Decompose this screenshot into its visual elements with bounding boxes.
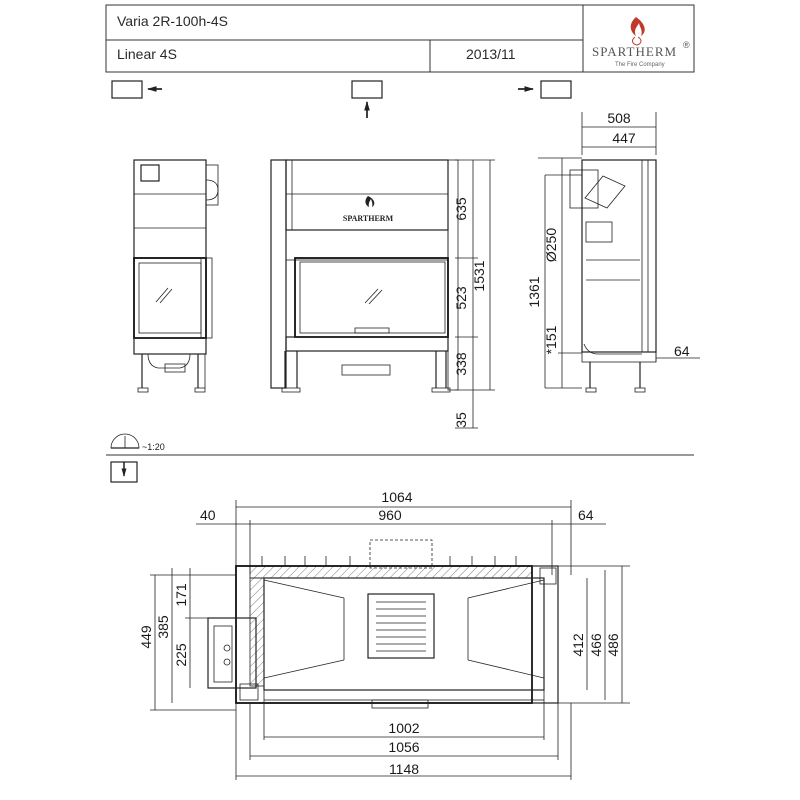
plan-view: 1064 960 40 64 bbox=[138, 489, 630, 780]
dim-height-total: 1531 bbox=[471, 260, 487, 291]
dim-side-inner-width: 447 bbox=[612, 130, 636, 146]
dim-height-base: 338 bbox=[453, 352, 469, 376]
dim-plan-depth-486: 486 bbox=[605, 633, 621, 657]
arrow-right-icon bbox=[518, 80, 572, 99]
dim-height-feet: 35 bbox=[453, 412, 469, 428]
dim-plan-left-offset: 40 bbox=[200, 507, 216, 523]
arrow-up-icon bbox=[351, 80, 383, 118]
flame-icon bbox=[630, 17, 645, 46]
dim-flue-diameter: Ø250 bbox=[543, 228, 559, 262]
dim-plan-depth-171: 171 bbox=[173, 583, 189, 607]
title-block-frame bbox=[105, 4, 695, 73]
dim-height-top: 635 bbox=[453, 197, 469, 221]
dim-height-glass: 523 bbox=[453, 286, 469, 310]
brand-registered-mark: ® bbox=[683, 40, 690, 50]
front-height-dimensions: 635 523 338 35 1531 bbox=[453, 159, 495, 429]
dim-flue-height: 1361 bbox=[526, 276, 542, 307]
dim-plan-bottom-1002: 1002 bbox=[388, 720, 419, 736]
front-brand-plate: SPARTHERM bbox=[343, 214, 394, 223]
revision-date: 2013/11 bbox=[466, 46, 516, 62]
dim-plan-bottom-1056: 1056 bbox=[388, 739, 419, 755]
dim-plan-right-offset: 64 bbox=[578, 507, 594, 523]
dim-plan-depth-225: 225 bbox=[173, 643, 189, 667]
title-block: Varia 2R-100h-4S Linear 4S 2013/11 SPART… bbox=[0, 0, 800, 80]
dim-plan-depth-449: 449 bbox=[138, 625, 154, 649]
front-flame-logo-icon bbox=[365, 196, 375, 207]
dim-side-offset: 64 bbox=[674, 343, 690, 359]
dim-plan-depth-466: 466 bbox=[588, 633, 604, 657]
scale-label: ~1:20 bbox=[142, 442, 165, 452]
dim-plan-depth-412: 412 bbox=[570, 633, 586, 657]
right-side-view: 508 447 1361 Ø250 *151 64 bbox=[526, 110, 700, 393]
dim-plan-total-width: 1064 bbox=[381, 489, 412, 505]
dim-plan-depth-385: 385 bbox=[155, 615, 171, 639]
left-side-view bbox=[133, 159, 219, 393]
dim-plan-bottom-1148: 1148 bbox=[389, 761, 419, 777]
variant-name: Linear 4S bbox=[117, 46, 177, 62]
brand-tagline: The Fire Company bbox=[615, 62, 665, 68]
dim-air-inlet: *151 bbox=[543, 325, 559, 354]
front-view: SPARTHERM bbox=[270, 159, 459, 393]
brand-logo-text: SPARTHERM bbox=[592, 44, 678, 59]
model-name: Varia 2R-100h-4S bbox=[117, 13, 229, 29]
dim-side-top-width: 508 bbox=[607, 110, 631, 126]
dim-plan-inner-width: 960 bbox=[378, 507, 402, 523]
protractor-icon bbox=[110, 433, 140, 449]
arrow-left-icon bbox=[111, 80, 162, 99]
arrow-down-box-icon bbox=[110, 461, 138, 483]
